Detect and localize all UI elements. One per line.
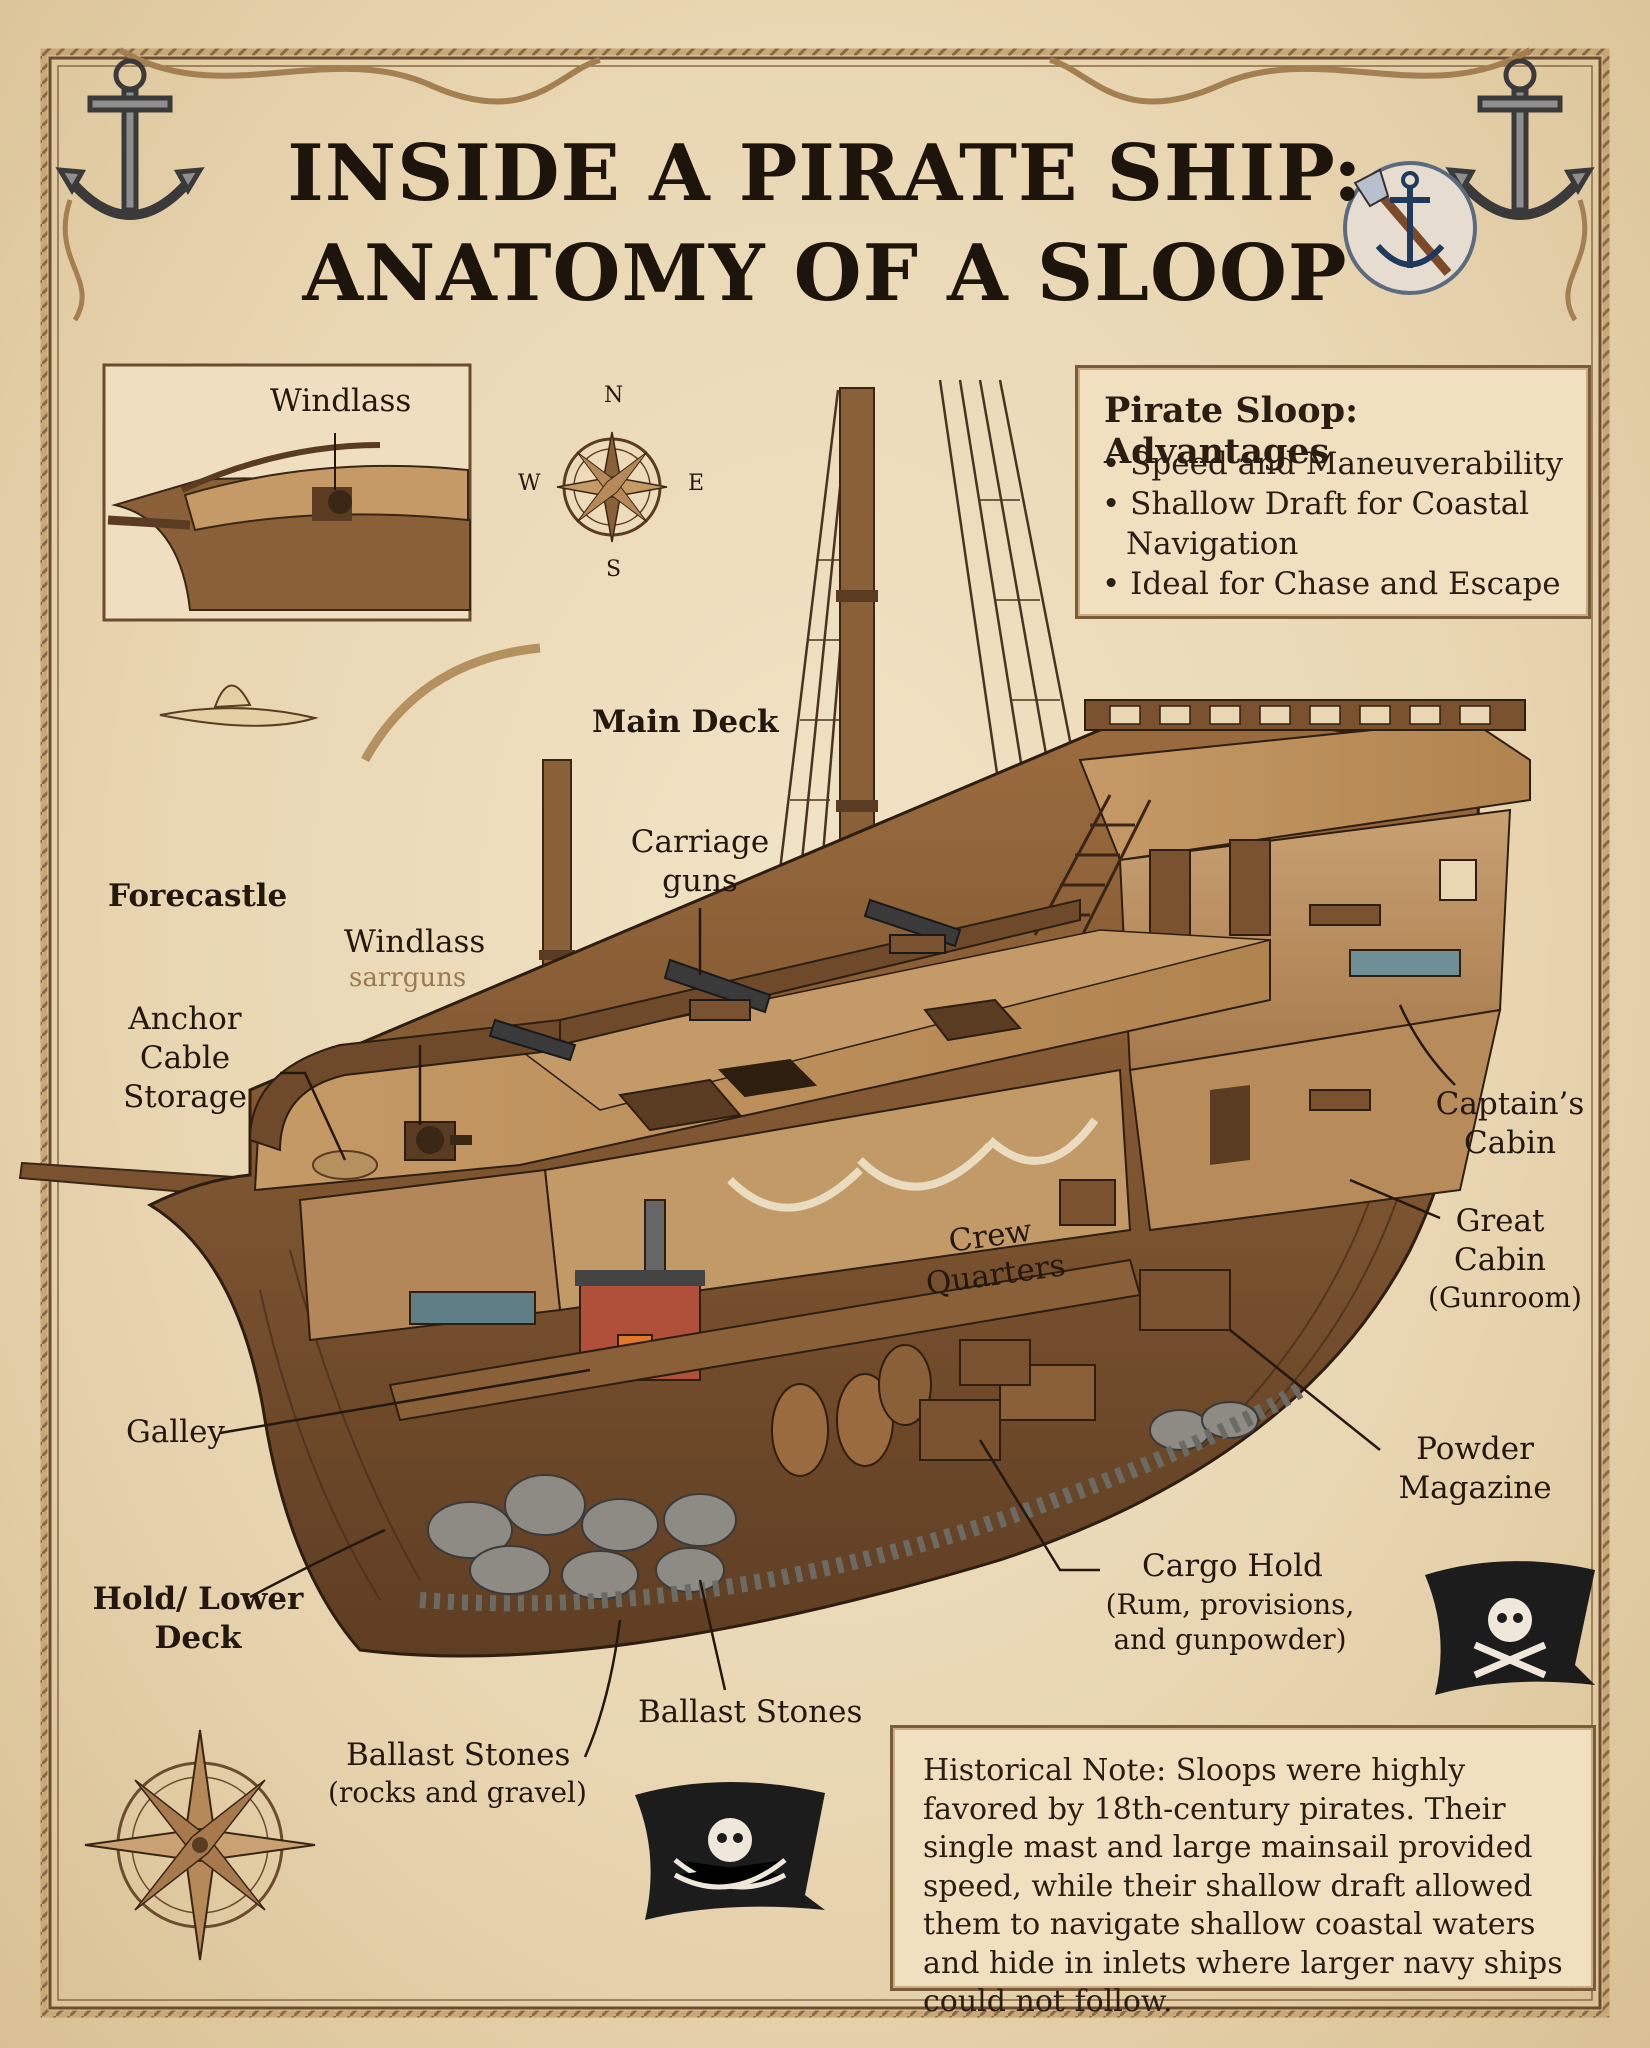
rope-border — [40, 47, 1610, 2018]
label-ballast-stones-2-sub: (rocks and gravel) — [328, 1776, 587, 1809]
compass-north-label: N — [604, 383, 624, 408]
historical-note-panel: Historical Note: Sloops were highly favo… — [890, 1725, 1596, 2019]
label-forecastle: Forecastle — [108, 878, 288, 914]
advantages-panel: Pirate Sloop: Advantages Speed and Maneu… — [1075, 365, 1591, 619]
leader-lines — [219, 908, 1456, 1758]
compass-west-label: W — [518, 471, 541, 496]
label-captains-cabin: Captain’s Cabin — [1435, 1086, 1585, 1161]
carriage-gun-icon — [488, 898, 962, 1062]
list-item: Speed and Maneuverability — [1102, 444, 1588, 484]
label-hold-lower-deck: Hold/ Lower Deck — [92, 1581, 304, 1656]
label-windlass: Windlass — [344, 924, 486, 960]
anchor-icon — [1445, 58, 1595, 220]
label-carriage-guns: Carriage guns — [630, 824, 770, 899]
windlass-inset — [102, 363, 472, 622]
label-powder-magazine: Powder Magazine — [1398, 1431, 1552, 1506]
compass-east-label: E — [688, 471, 705, 496]
windlass-icon — [312, 1121, 472, 1180]
page-title: INSIDE A PIRATE SHIP: — [287, 128, 1363, 219]
ballast-stones — [427, 1401, 1259, 1600]
label-ballast-stones: Ballast Stones — [638, 1694, 863, 1730]
inset-windlass-label: Windlass — [270, 383, 412, 419]
label-cargo-hold-sub: (Rum, provisions, and gunpowder) — [1105, 1588, 1355, 1656]
page-subtitle: ANATOMY OF A SLOOP — [302, 228, 1348, 319]
anchor-icon — [55, 58, 205, 220]
compass-rose-icon — [84, 1729, 316, 1961]
historical-note-text: Historical Note: Sloops were highly favo… — [923, 1753, 1563, 2019]
list-item: Shallow Draft for Coastal Navigation — [1102, 484, 1588, 564]
label-ballast-stones-2: Ballast Stones — [346, 1737, 571, 1773]
sloop-cutaway-illustration — [18, 379, 1531, 1658]
label-galley: Galley — [126, 1414, 225, 1450]
label-cargo-hold: Cargo Hold — [1142, 1548, 1323, 1584]
label-anchor-cable-storage: Anchor Cable Storage — [123, 1001, 247, 1115]
label-windlass-sub: sarrguns — [349, 963, 467, 993]
label-great-cabin: Great Cabin — [1454, 1203, 1546, 1278]
compass-rose-icon — [556, 431, 668, 543]
compass-south-label: S — [606, 557, 622, 582]
rope-coil-icon — [361, 643, 541, 763]
tricorn-hat-icon — [159, 684, 319, 727]
advantages-list: Speed and Maneuverability Shallow Draft … — [1102, 444, 1588, 604]
label-great-cabin-sub: (Gunroom) — [1428, 1281, 1582, 1314]
jolly-roger-flag-icon — [635, 1781, 825, 1920]
jolly-roger-flag-icon — [1425, 1561, 1595, 1695]
list-item: Ideal for Chase and Escape — [1102, 564, 1588, 604]
axe-anchor-emblem-icon — [1343, 161, 1477, 295]
label-main-deck: Main Deck — [592, 704, 779, 740]
